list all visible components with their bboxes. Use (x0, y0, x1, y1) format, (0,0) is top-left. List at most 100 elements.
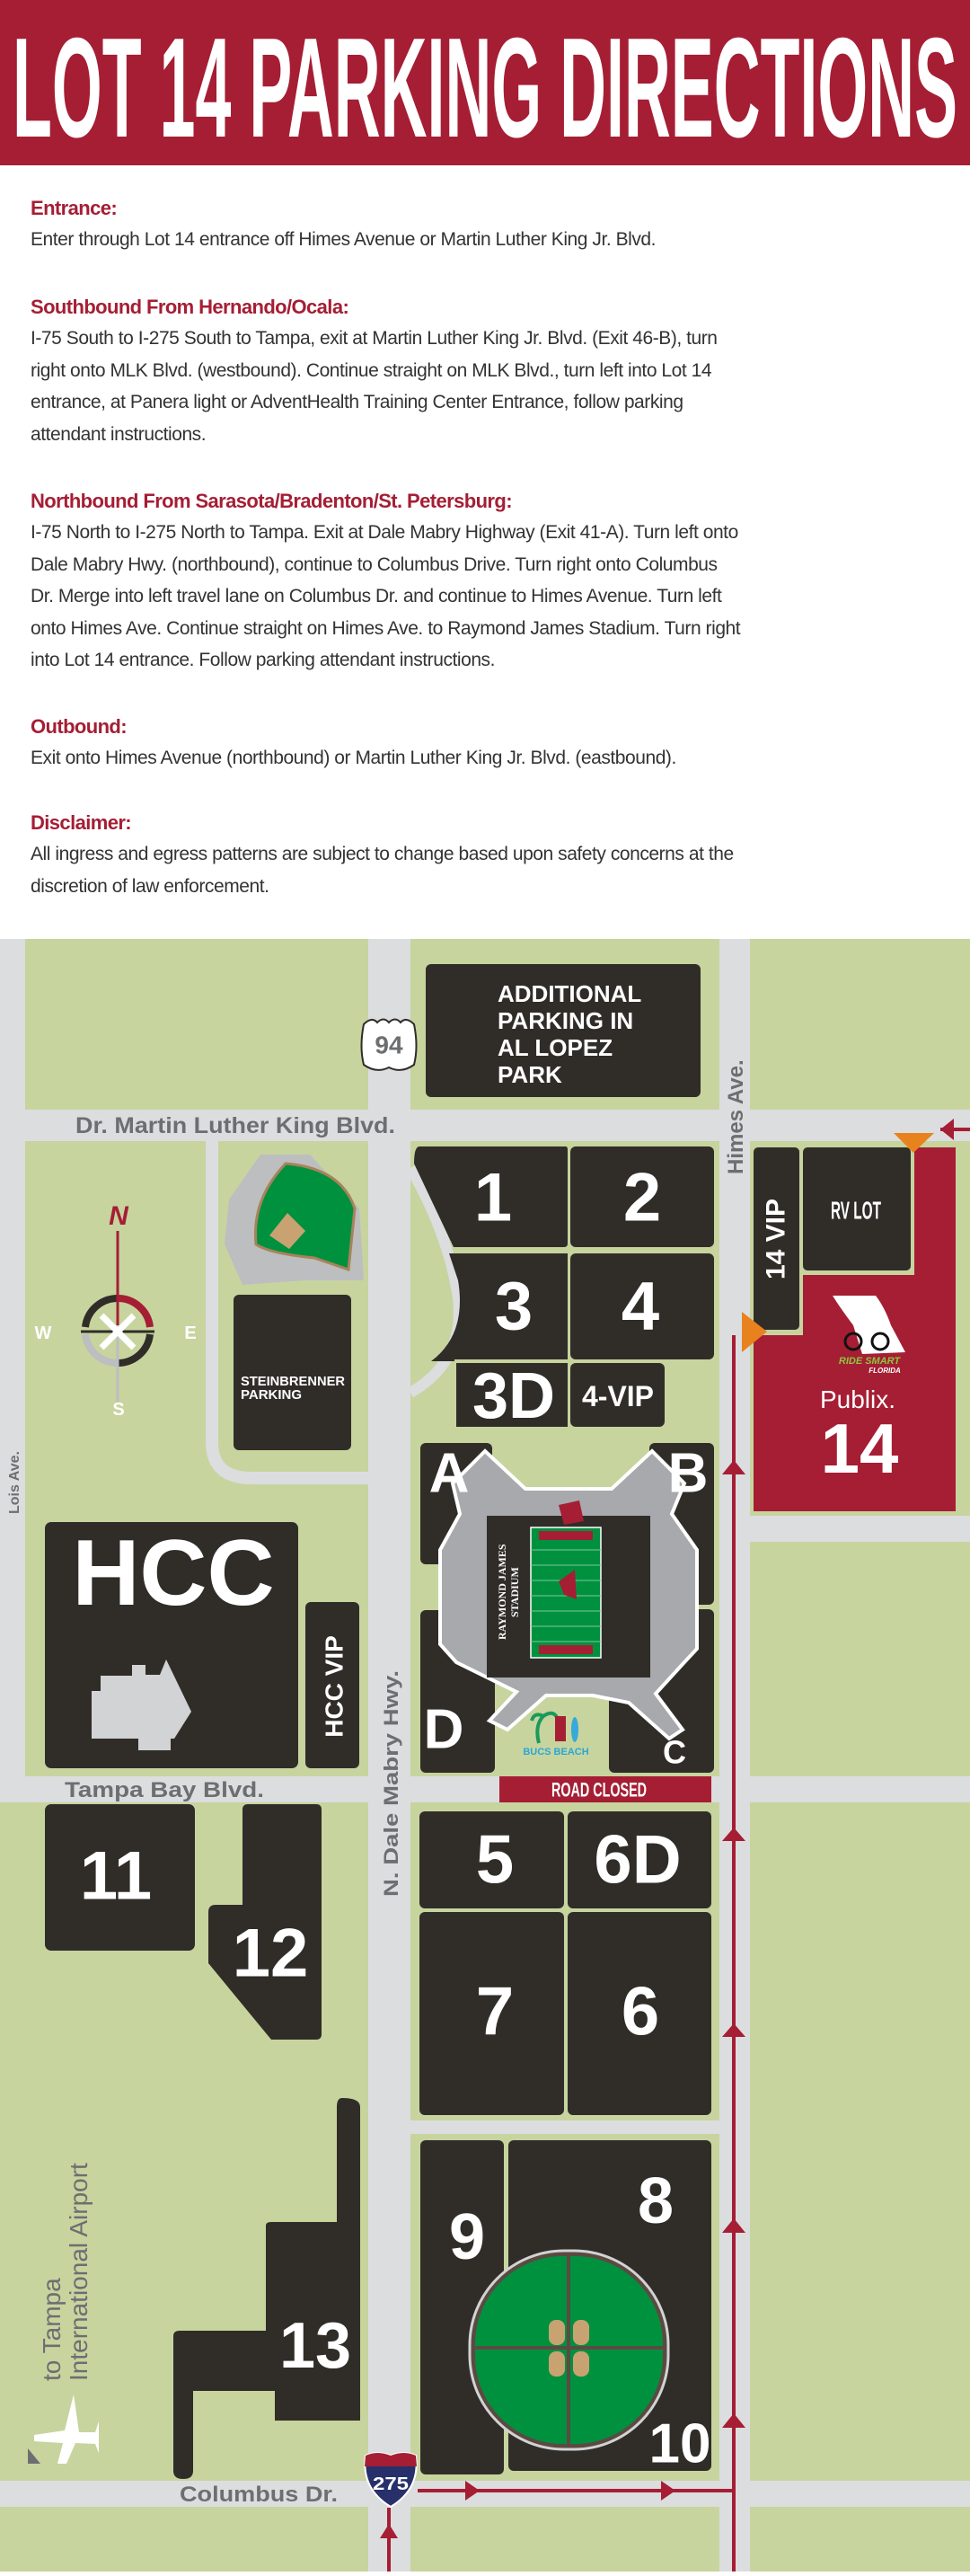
lot-rv-label: RV LOT (831, 1197, 881, 1225)
lot-steinbrenner (234, 1295, 351, 1450)
street-label-mlk: Dr. Martin Luther King Blvd. (75, 1113, 395, 1138)
arrow-up-icon (722, 1828, 745, 1841)
road-lot14-south (750, 1516, 970, 1542)
road-dale-mabry (368, 939, 410, 2572)
arrow-up-icon (722, 2413, 745, 2428)
arrow-left-icon (940, 1119, 954, 1140)
lot-hcc-label: HCC (72, 1521, 274, 1625)
lot-11 (45, 1804, 195, 1951)
lot-6-label: 6 (622, 1974, 659, 2050)
lot-3-label: 3 (495, 1269, 533, 1345)
road-lot1-loop (405, 1165, 464, 1398)
lot-4-vip-label: 4-VIP (582, 1380, 654, 1412)
interstate-275-shield-icon: 275 (364, 2452, 418, 2509)
lot-d-label: D (424, 1699, 464, 1761)
lot-rv (803, 1147, 911, 1270)
lot-10-label: 10 (649, 2413, 711, 2475)
lot-2 (570, 1146, 714, 1247)
ride-smart-florida-logo: RIDE SMART FLORIDA (833, 1296, 905, 1375)
lot-6d (568, 1811, 711, 1908)
road-closed-label: ROAD CLOSED (551, 1779, 647, 1801)
ride-smart-label: RIDE SMART (839, 1356, 902, 1367)
section-entrance: Entrance: Enter through Lot 14 entrance … (31, 193, 965, 256)
arrow-up-icon (722, 2218, 745, 2233)
lot-13 (173, 2098, 360, 2479)
section-heading: Entrance: (31, 197, 118, 219)
lot-14-vip-label: 14 VIP (762, 1199, 791, 1279)
road-tampa-bay (0, 1776, 970, 1802)
lot-7 (419, 1912, 564, 2115)
airport-label: to Tampa (38, 2278, 66, 2381)
section-text: onto Himes Ave. Continue straight on Him… (31, 617, 741, 639)
ball-fields-icon (468, 2249, 670, 2451)
lot-9-label: 9 (449, 2201, 485, 2273)
bucs-beach-logo: BUCS BEACH (523, 1711, 589, 1757)
section-text: Enter through Lot 14 entrance off Himes … (31, 229, 657, 250)
lot-1-label: 1 (474, 1160, 512, 1236)
lot-6d-label: 6D (594, 1822, 681, 1899)
additional-parking-label: ADDITIONAL (498, 980, 641, 1007)
additional-parking-label: AL LOPEZ (498, 1034, 613, 1061)
hcc-building-icon (92, 1660, 191, 1750)
lot-5 (419, 1811, 564, 1908)
arrow-up-icon (722, 1460, 745, 1474)
section-heading: Southbound From Hernando/Ocala: (31, 296, 349, 318)
street-label-himes: Himes Ave. (724, 1059, 748, 1174)
compass-n: N (109, 1201, 129, 1231)
road-columbus (0, 2481, 970, 2507)
lot-5-label: 5 (476, 1822, 514, 1899)
section-southbound: Southbound From Hernando/Ocala: I-75 Sou… (31, 292, 965, 450)
section-text: into Lot 14 entrance. Follow parking att… (31, 650, 495, 670)
parking-map: ADDITIONAL PARKING IN AL LOPEZ PARK 94 D… (0, 939, 970, 2572)
compass-w: W (35, 1323, 52, 1343)
page-title: LOT 14 PARKING DIRECTIONS (13, 9, 957, 165)
lot-hcc-vip-label: HCC VIP (321, 1635, 348, 1738)
lot-4-vip (570, 1363, 665, 1427)
stadium-label: RAYMOND JAMES (496, 1544, 508, 1640)
steinbrenner-label: PARKING (241, 1387, 302, 1403)
section-heading: Disclaimer: (31, 811, 132, 834)
section-text: Exit onto Himes Avenue (northbound) or M… (31, 748, 676, 768)
compass-icon: N W E S (35, 1201, 197, 1420)
raymond-james-stadium: RAYMOND JAMES STADIUM (438, 1448, 699, 1741)
street-label-dale-mabry: N. Dale Mabry Hwy. (380, 1670, 402, 1897)
section-text: I-75 North to I-275 North to Tampa. Exit… (31, 522, 738, 543)
airplane-icon (28, 2395, 99, 2464)
interstate-275-label: 275 (373, 2474, 409, 2494)
lot-additional-al-lopez (426, 964, 701, 1097)
steinbrenner-label: STEINBRENNER (241, 1374, 345, 1389)
lot-14-label: 14 (821, 1409, 899, 1488)
section-heading: Outbound: (31, 715, 128, 738)
lot-c-label: C (663, 1734, 686, 1771)
section-text: right onto MLK Blvd. (westbound). Contin… (31, 359, 712, 381)
lot-4 (570, 1253, 714, 1359)
additional-parking-label: PARKING IN (498, 1007, 633, 1034)
roads (0, 939, 970, 2572)
publix-label: Publix. (820, 1385, 895, 1413)
road-steinbrenner-loop (206, 1141, 368, 1484)
arrow-up-icon (380, 2524, 398, 2538)
arrow-right-icon (661, 2481, 675, 2501)
bucs-beach-label: BUCS BEACH (523, 1747, 588, 1757)
section-text: Dale Mabry Hwy. (northbound), continue t… (31, 553, 718, 575)
compass-e: E (184, 1323, 196, 1343)
steinbrenner-field-icon (225, 1155, 364, 1285)
additional-parking-label: PARK (498, 1061, 562, 1088)
road-closed-bar (499, 1776, 711, 1802)
lot-8-label: 8 (638, 2165, 674, 2237)
arrow-up-icon (722, 2023, 745, 2037)
entrance-marker-icon (894, 1133, 934, 1153)
section-text: I-75 South to I-275 South to Tampa, exit… (31, 328, 718, 349)
arrow-right-icon (465, 2481, 480, 2501)
section-disclaimer: Disclaimer: All ingress and egress patte… (31, 808, 965, 902)
ride-smart-sub-label: FLORIDA (869, 1367, 901, 1375)
stadium-label: STADIUM (508, 1567, 521, 1617)
section-outbound: Outbound: Exit onto Himes Avenue (northb… (31, 712, 965, 775)
road-lots-divider (410, 2120, 719, 2134)
title-banner: LOT 14 PARKING DIRECTIONS (0, 0, 970, 165)
lot-11-label: 11 (80, 1838, 152, 1915)
lot-hcc-vip (305, 1602, 359, 1768)
road-mlk (0, 1110, 970, 1141)
lot-b-label: B (668, 1443, 709, 1505)
lot-2-label: 2 (623, 1160, 661, 1236)
